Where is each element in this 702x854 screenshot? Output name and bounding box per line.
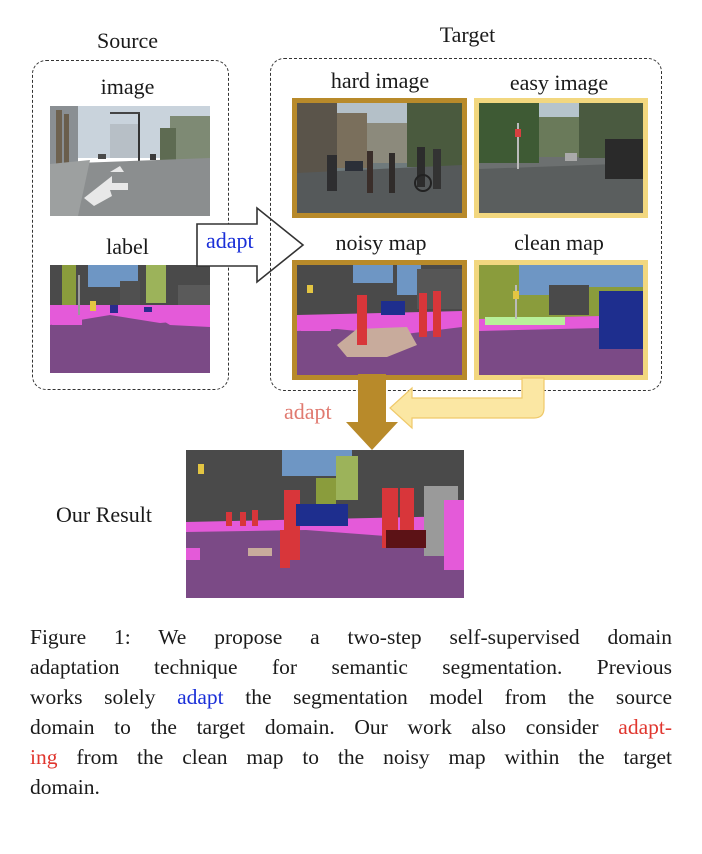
caption-line-3-end: the segmentation model from the source [223,685,672,709]
caption-line-1: Figure 1: We propose a two-step self-sup… [30,625,672,649]
caption-line-3: works solely adapt the segmentation mode… [30,682,672,712]
our-result-label: Our Result [56,502,152,527]
source-label-map [50,265,210,373]
caption-adapt-red: adapt- [618,715,672,739]
easy-image-label: easy image [509,70,609,95]
caption-line-4: domain to the target domain. Our work al… [30,712,672,742]
easy-image [474,98,648,218]
caption-line-6: domain. [30,775,100,799]
figure-caption: Figure 1: We propose a two-step self-sup… [30,622,672,802]
caption-line-5: ing from the clean map to the noisy map … [30,742,672,772]
intra-adapt-label: adapt [284,399,332,424]
inter-adapt-label: adapt [206,228,254,253]
caption-adapt-blue: adapt [177,685,224,709]
caption-line-3-start: works solely [30,685,178,709]
noisy-map-label: noisy map [335,230,427,255]
caption-line-4-start: domain to the target domain. Our work al… [30,715,619,739]
clean-map-label: clean map [514,230,604,255]
target-dashed-box [270,58,662,391]
clean-map [474,260,648,380]
source-label-label: label [106,234,149,259]
target-heading: Target [439,22,496,47]
our-result-map [186,450,464,598]
caption-line-2: adaptation technique for semantic segmen… [30,655,672,679]
hard-image [292,98,467,218]
caption-line-5-end: from the clean map to the noisy map with… [57,745,672,769]
hard-image-label: hard image [330,68,430,93]
intra-adapt-arrows [340,374,562,454]
source-heading: Source [96,28,159,53]
source-street-image [50,106,210,216]
noisy-map [292,260,467,380]
inter-adapt-arrow [195,206,307,284]
source-image-label: image [100,74,155,99]
caption-ing-red: ing [30,745,58,769]
